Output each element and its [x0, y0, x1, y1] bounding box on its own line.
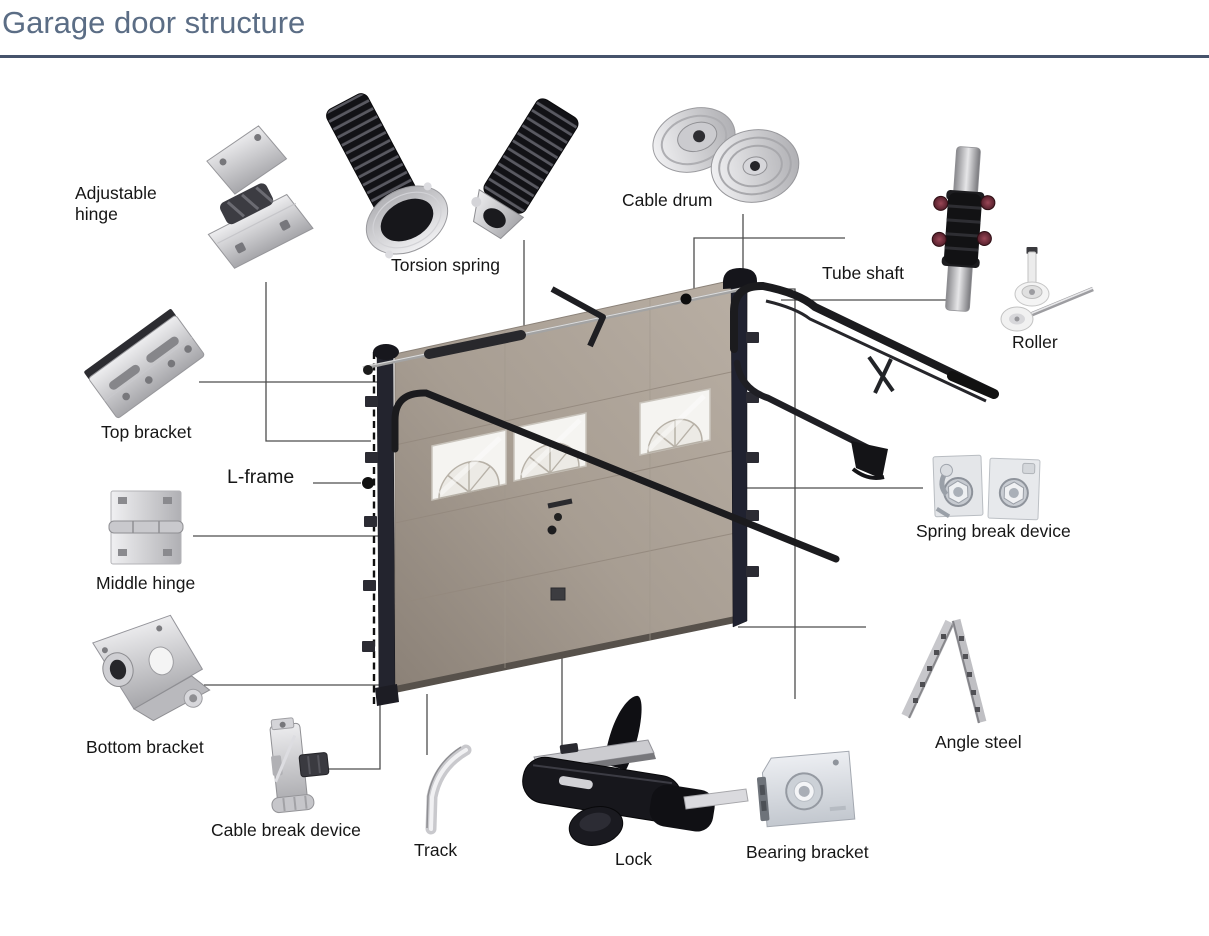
label-adjustable-hinge: Adjustable hinge [75, 183, 157, 224]
bottom-bracket-image [92, 614, 211, 722]
track-end-bracket [851, 441, 888, 479]
right-track-upper [730, 281, 996, 396]
label-bottom-bracket: Bottom bracket [86, 737, 204, 757]
l-frame-pointer-dot [362, 477, 374, 489]
label-bearing-bracket: Bearing bracket [746, 842, 869, 862]
left-hinge-tabs [362, 396, 378, 652]
adjustable-hinge-image [206, 125, 314, 269]
label-roller: Roller [1012, 332, 1058, 352]
spring-break-device-image [932, 454, 1041, 521]
label-cable-break-device: Cable break device [211, 820, 361, 840]
track-strut [867, 355, 895, 394]
track-image [425, 744, 472, 835]
torsion-shaft [362, 287, 743, 375]
label-lock: Lock [615, 849, 652, 869]
door-opener-arm [550, 286, 606, 348]
label-track: Track [414, 840, 458, 860]
angle-steel-image [901, 618, 987, 724]
cable-break-device-image [269, 717, 330, 814]
top-bracket-image [84, 309, 205, 419]
label-middle-hinge: Middle hinge [96, 573, 196, 593]
label-torsion-spring: Torsion spring [391, 255, 500, 275]
cable-drum-image [652, 107, 800, 203]
bearing-bracket-image [756, 750, 856, 828]
torsion-spring-image [326, 93, 579, 259]
label-cable-drum: Cable drum [622, 190, 713, 210]
label-angle-steel: Angle steel [935, 732, 1022, 752]
page-title: Garage door structure [2, 5, 306, 40]
lock-image [522, 695, 749, 846]
leader-tube-shaft [693, 237, 845, 292]
door-windows [431, 388, 711, 501]
label-top-bracket: Top bracket [101, 422, 192, 442]
left-track [391, 389, 840, 563]
middle-hinge-image [108, 490, 184, 565]
leader-adjustable-hinge [265, 282, 371, 442]
label-l-frame: L-frame [227, 466, 295, 488]
label-spring-break-device: Spring break device [916, 521, 1071, 541]
leader-cable-break-device [324, 704, 381, 770]
door-lock-hardware [547, 498, 573, 601]
roller-image [1000, 247, 1094, 332]
right-hinge-tabs [746, 332, 759, 577]
right-track-lower [733, 359, 874, 453]
tube-shaft-image [931, 146, 996, 312]
door-left-frame [376, 350, 396, 704]
garage-door-image [362, 268, 999, 706]
label-tube-shaft: Tube shaft [822, 263, 905, 283]
leader-bearing-bracket [754, 288, 796, 699]
title-divider [0, 55, 1209, 58]
